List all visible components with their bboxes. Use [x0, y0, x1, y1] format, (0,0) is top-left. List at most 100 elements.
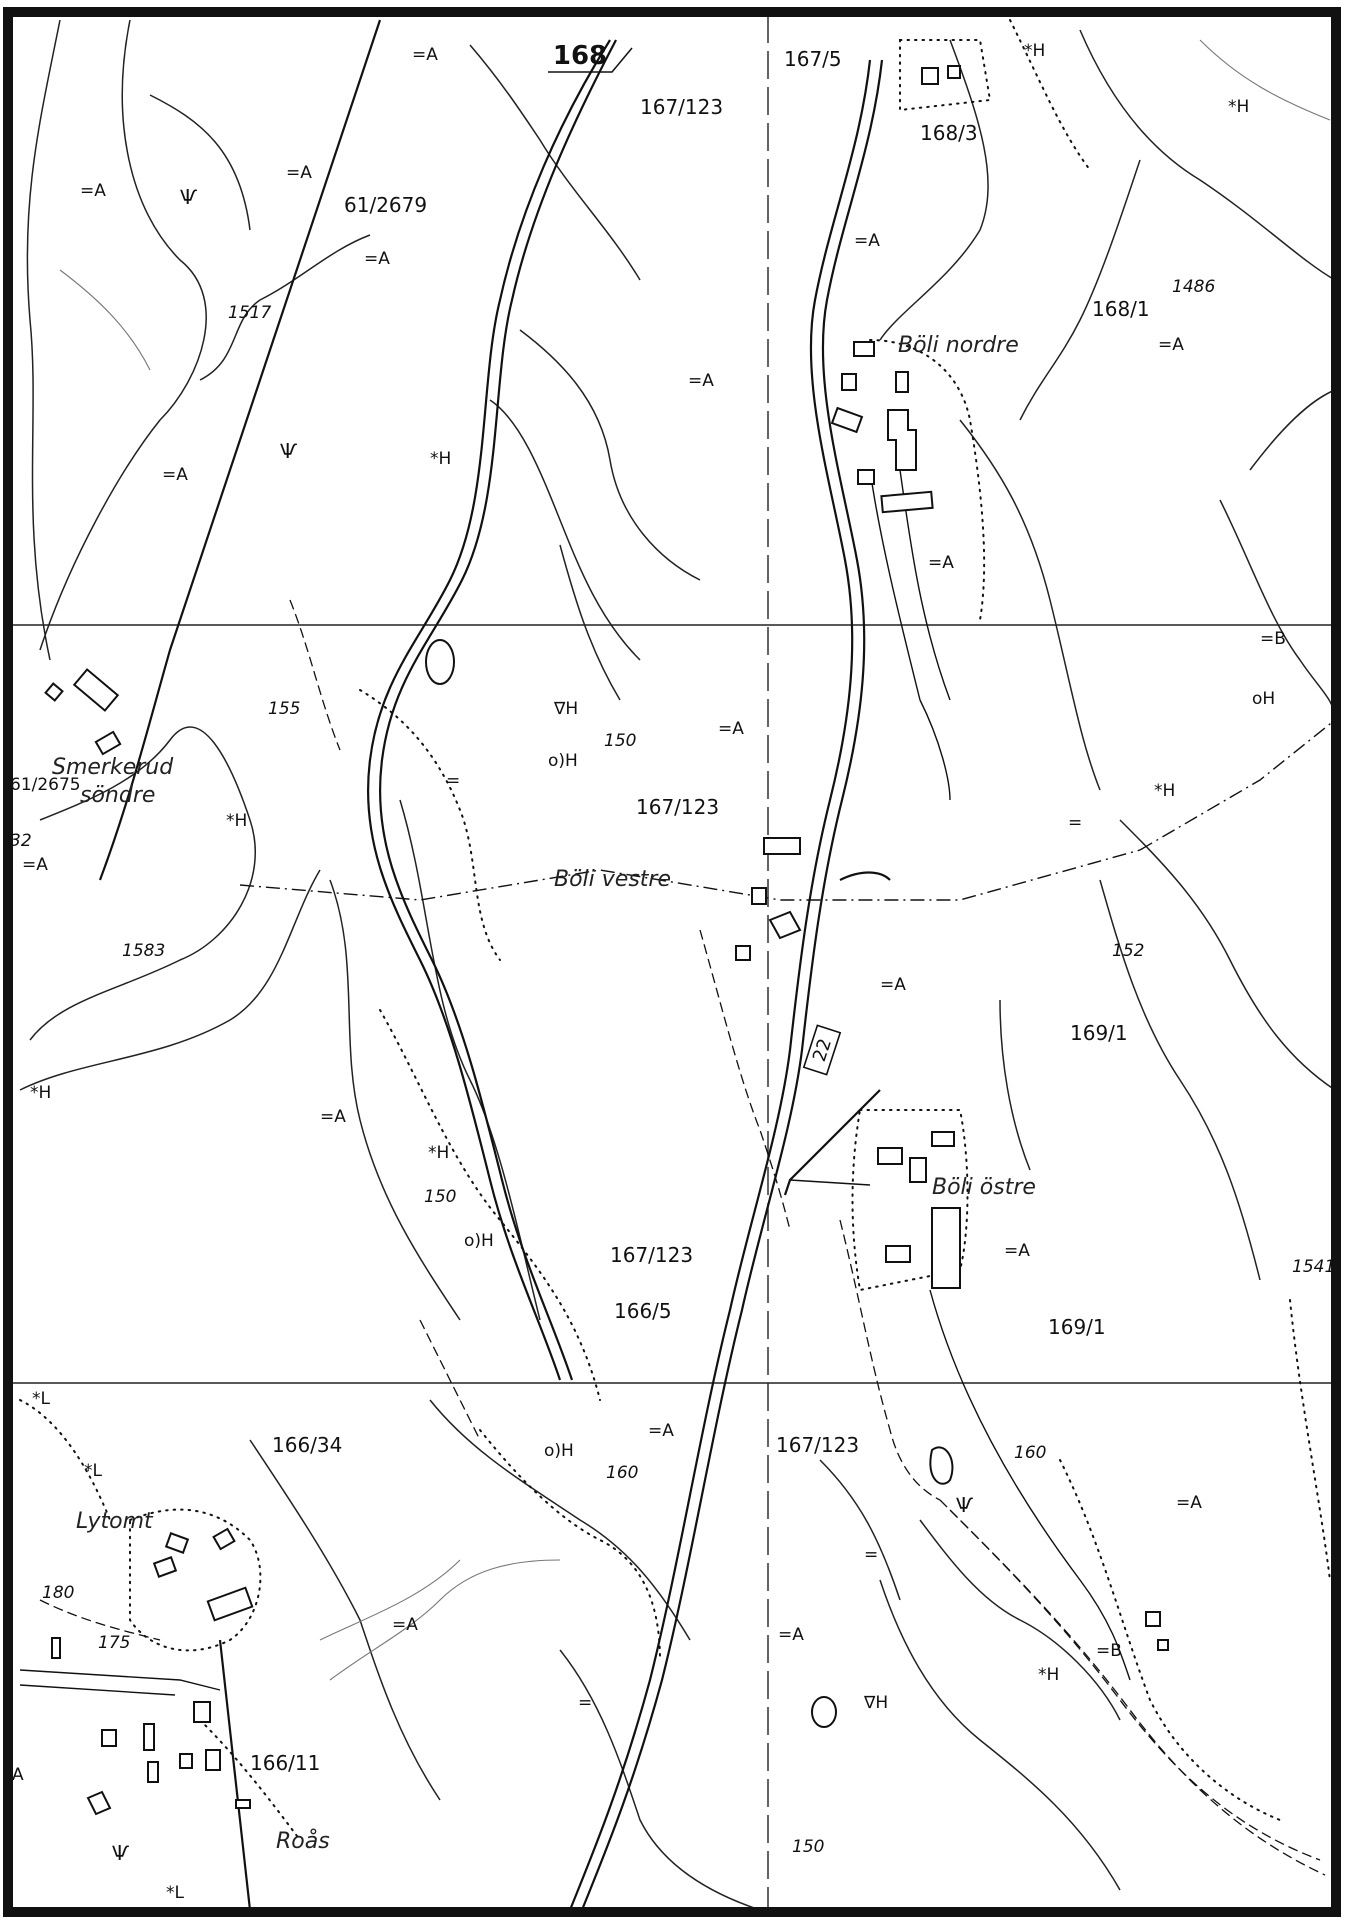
building: [857, 469, 875, 485]
building: [179, 1753, 193, 1769]
building: [72, 668, 120, 712]
boundary-line: [1139, 719, 1336, 851]
parcel-label: 167/123: [640, 95, 723, 119]
place-name-boli-ostre: Böli östre: [932, 1175, 1036, 1200]
contour: [249, 1439, 441, 1801]
road-number-sign: 22: [802, 1024, 842, 1076]
contour: [879, 39, 989, 341]
building: [51, 1637, 61, 1659]
building: [193, 1701, 211, 1723]
building: [101, 1729, 117, 1747]
road-roas-south: [218, 1639, 252, 1911]
contour: [1119, 819, 1336, 1091]
contour: [819, 1459, 901, 1601]
building-farmhouse: [887, 409, 917, 471]
code-label: *H: [30, 1083, 51, 1103]
road-roas: [19, 1669, 221, 1691]
contour: [429, 1399, 691, 1641]
contour: [29, 726, 256, 1041]
place-name-boli-nordre: Böli nordre: [898, 333, 1019, 358]
contour: [1219, 499, 1336, 721]
elevation-label: 180: [42, 1583, 74, 1603]
map-grid: [8, 15, 1335, 1910]
field-boundaries: [19, 19, 1331, 1841]
contour: [399, 799, 541, 1321]
code-label: =A: [718, 719, 744, 739]
contour: [559, 1649, 761, 1911]
elevation-labels: 1517 1486 155 150 1583 150 152 1541 160 …: [10, 277, 1335, 1857]
code-label: =A: [854, 231, 880, 251]
parcel-label: 169/1: [1048, 1315, 1106, 1339]
marsh-symbol: Ѱ: [180, 185, 197, 209]
track-east: [869, 469, 951, 801]
code-label: *L: [84, 1461, 103, 1481]
field-boundary: [899, 39, 992, 112]
code-label: =: [578, 1693, 592, 1713]
building: [143, 1723, 155, 1751]
code-label: =A: [880, 975, 906, 995]
building: [763, 837, 801, 855]
code-label: =A: [392, 1615, 418, 1635]
stream: [419, 1319, 481, 1441]
code-label: =A: [1176, 1493, 1202, 1513]
main-road-22: [568, 59, 884, 1911]
building: [1157, 1639, 1169, 1651]
code-label: =A: [364, 249, 390, 269]
code-label: *H: [1038, 1665, 1059, 1685]
road-number-box: [802, 1024, 842, 1076]
code-label: *H: [226, 811, 247, 831]
contour: [329, 879, 461, 1321]
code-label: =A: [162, 465, 188, 485]
place-name-smerkerud: Smerkerud: [52, 755, 174, 780]
parcel-label: 166/11: [250, 1751, 320, 1775]
field-boundary: [1009, 19, 1091, 171]
contour: [919, 1519, 1121, 1721]
elevation-label: 160: [1014, 1443, 1046, 1463]
place-name-boli-vestre: Böli vestre: [554, 867, 671, 892]
contour: [319, 1559, 461, 1641]
building: [235, 1799, 251, 1809]
field-boundary: [379, 1009, 601, 1401]
parcel-label: 61/2679: [344, 193, 427, 217]
building: [164, 1532, 190, 1554]
building: [830, 406, 864, 434]
contour: [199, 234, 371, 381]
code-label: =A: [688, 371, 714, 391]
field-boundary: [851, 1109, 969, 1292]
road-northwest: [98, 19, 382, 881]
pond: [811, 1696, 837, 1728]
building: [931, 1131, 955, 1147]
parcel-label: 168/1: [1092, 297, 1150, 321]
land-use-codes: =A =A =A =A =A =A =A =A =A =A =A =A =A =…: [12, 41, 1286, 1903]
contour: [879, 1579, 1121, 1891]
building: [768, 910, 802, 940]
road-power-line: [929, 1289, 1131, 1681]
code-label: =A: [412, 45, 438, 65]
building: [841, 373, 857, 391]
code-label: o)H: [548, 751, 578, 771]
code-label: *L: [32, 1389, 51, 1409]
contour: [999, 999, 1031, 1171]
parcel-label: 167/5: [784, 47, 842, 71]
elevation-label: 1486: [1172, 277, 1215, 297]
streams-and-boundaries: [39, 599, 1336, 1876]
elevation-label: 150: [604, 731, 636, 751]
marsh-symbol: Ѱ: [956, 1493, 973, 1517]
road-boli-vestre: [839, 871, 891, 881]
building: [880, 490, 934, 514]
building: [1145, 1611, 1161, 1627]
place-name-sondre: söndre: [80, 783, 155, 808]
parcel-label: 169/1: [1070, 1021, 1128, 1045]
road-roas-edge: [19, 1684, 176, 1696]
building: [853, 341, 875, 357]
building: [152, 1556, 178, 1578]
building: [86, 1790, 112, 1816]
parcel-numbers: 167/5 167/123 168/3 61/2679 168/1 167/12…: [10, 47, 1150, 1775]
elevation-label: 1541: [1292, 1257, 1335, 1277]
sheet-number: 168: [553, 41, 607, 71]
elevation-label: 1517: [228, 303, 271, 323]
field-boundary: [359, 689, 501, 961]
stream: [699, 929, 791, 1231]
parcel-label: 168/3: [920, 121, 978, 145]
